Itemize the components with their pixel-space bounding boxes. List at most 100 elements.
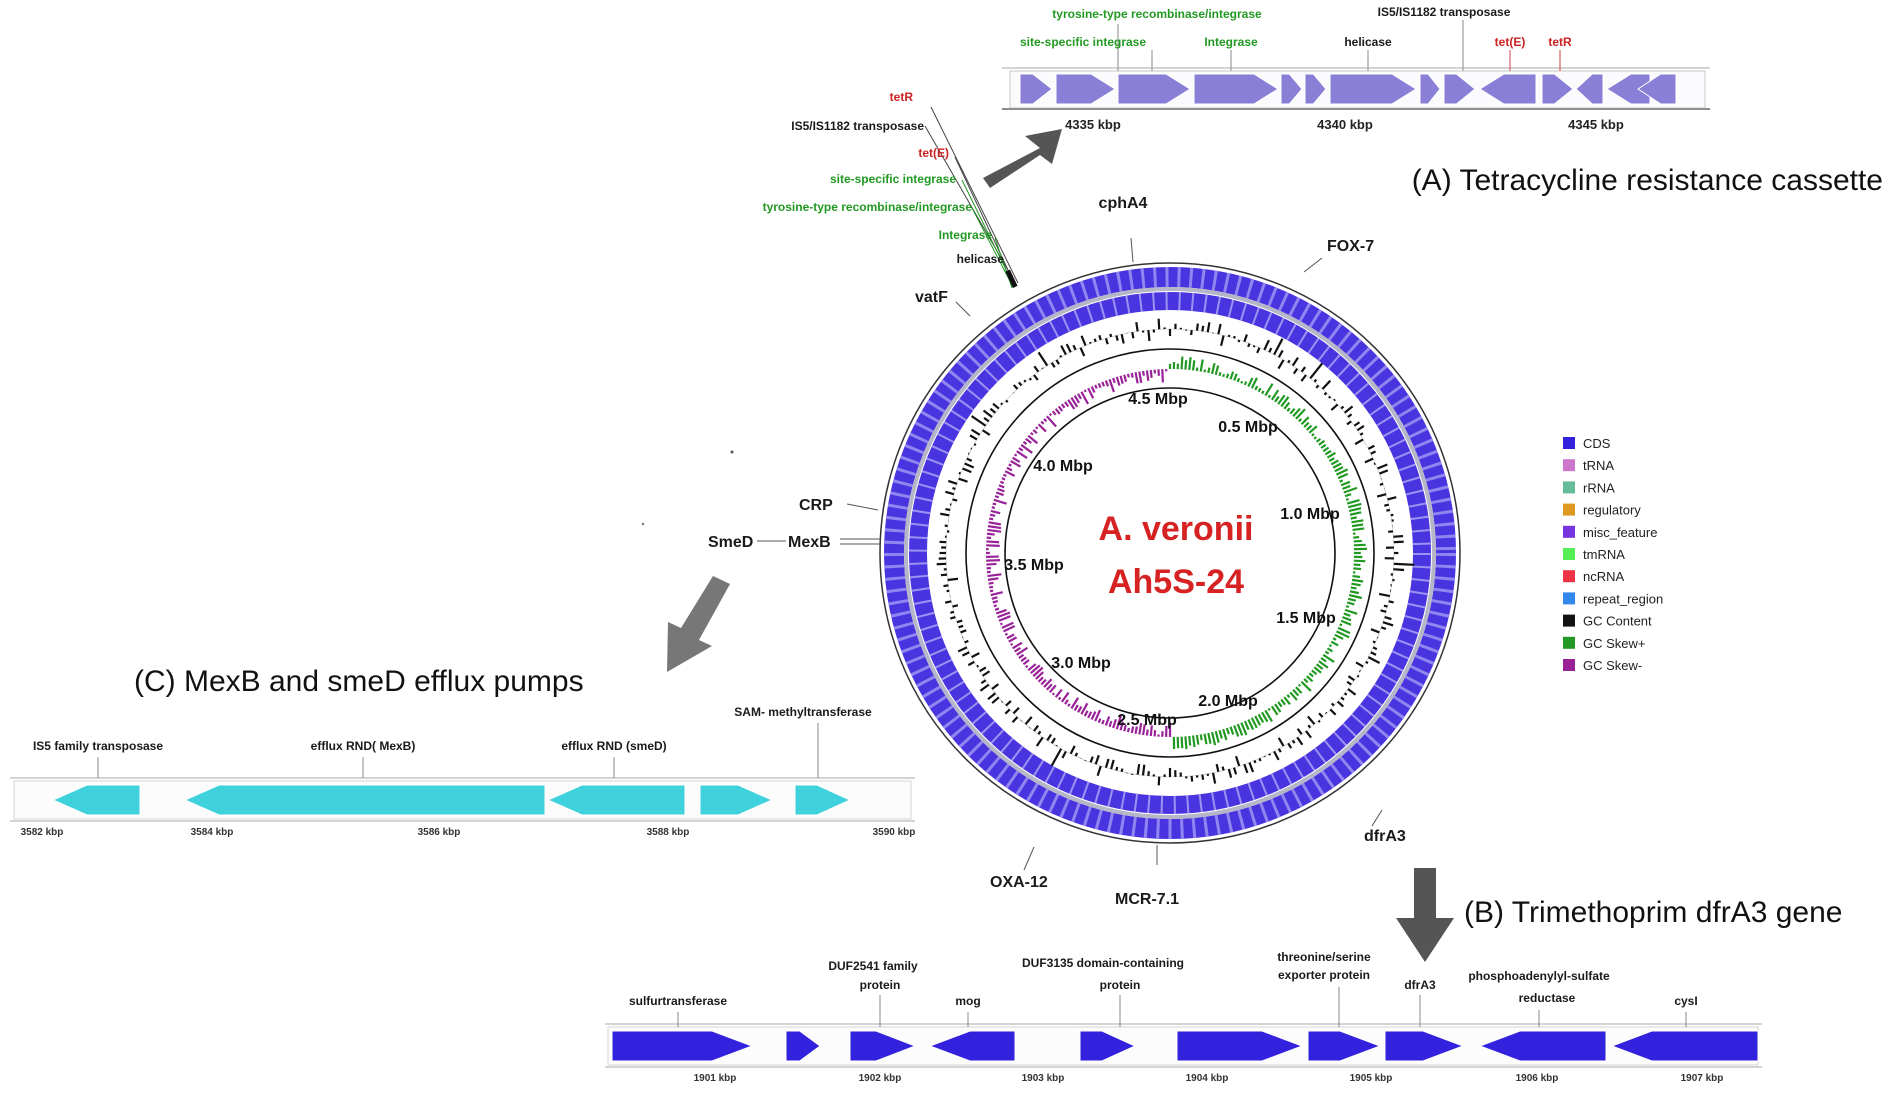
gc-skew-bar xyxy=(1003,473,1007,477)
gc-skew-bar xyxy=(1130,726,1135,734)
legend-label: tRNA xyxy=(1583,458,1614,473)
gc-content-bar xyxy=(1365,660,1369,665)
legend-swatch xyxy=(1563,636,1575,649)
panel-b-label-thr-line2: exporter protein xyxy=(1278,968,1370,982)
crp-leader xyxy=(846,503,879,511)
gc-content-bar xyxy=(987,692,997,701)
gc-content-bar xyxy=(1074,752,1079,757)
gc-content-bar xyxy=(979,666,987,673)
gc-skew-bar xyxy=(1318,439,1326,446)
gc-skew-bar xyxy=(1210,731,1217,746)
gc-skew-bar xyxy=(1306,424,1313,431)
gc-content-bar xyxy=(1033,724,1040,732)
speck xyxy=(641,522,645,526)
gc-content-bar xyxy=(1340,696,1345,701)
gc-skew-bar xyxy=(1006,633,1015,640)
gc-skew-bar xyxy=(1353,539,1362,543)
gc-content-bar xyxy=(991,696,1000,704)
gc-content-bar xyxy=(1147,329,1151,342)
panel-a-gene-arrow xyxy=(1304,73,1327,105)
gc-skew-bar xyxy=(1112,377,1116,384)
gc-content-bar xyxy=(1221,766,1225,771)
gc-content-bar xyxy=(1393,534,1404,538)
legend-swatch xyxy=(1563,570,1575,583)
gc-content-bar xyxy=(940,573,948,577)
panel-b-gene-arrow xyxy=(1610,1030,1759,1062)
gc-content-bar xyxy=(1120,334,1125,344)
legend-label: repeat_region xyxy=(1583,591,1663,606)
gc-skew-bar xyxy=(1332,637,1337,641)
panel-c-tick-3584: 3584 kbp xyxy=(191,827,234,838)
gc-skew-bar xyxy=(1130,372,1134,378)
gc-content-bar xyxy=(1346,420,1352,426)
panel-c-tick-3588: 3588 kbp xyxy=(647,827,690,838)
gc-skew-bar xyxy=(1349,590,1360,595)
gc-content-bar xyxy=(1277,748,1282,753)
gc-skew-bar xyxy=(1289,691,1298,701)
panel-a-tick-4345: 4345 kbp xyxy=(1568,117,1624,132)
gc-content-bar xyxy=(1005,700,1012,707)
gc-content-bar xyxy=(1370,651,1377,656)
legend-label: GC Skew+ xyxy=(1583,636,1646,651)
gc-content-bar xyxy=(1268,753,1272,756)
gc-content-bar xyxy=(1383,604,1388,608)
gc-content-bar xyxy=(1356,674,1360,678)
callout-leader-1 xyxy=(930,106,1019,284)
ring-tick-1-5mbp: 1.5 Mbp xyxy=(1276,610,1336,627)
gc-skew-bar xyxy=(1067,399,1076,410)
gc-skew-bar xyxy=(1195,734,1200,745)
panel-a-label-is5: IS5/IS1182 transposase xyxy=(1378,5,1511,19)
gc-skew-bar xyxy=(1027,663,1037,672)
gc-skew-bar xyxy=(1188,735,1192,746)
gc-content-bar xyxy=(1291,357,1299,367)
panel-b-arrow xyxy=(1396,868,1454,962)
gc-content-bar xyxy=(1343,405,1354,414)
gc-skew-bar xyxy=(1108,720,1113,728)
gc-skew-bar xyxy=(1320,443,1327,449)
gc-skew-bar xyxy=(1145,729,1149,736)
legend-swatch xyxy=(1563,548,1575,560)
gc-skew-bar xyxy=(1142,370,1145,376)
panel-b-gene-arrow xyxy=(611,1030,754,1062)
panel-c-label-mexB: efflux RND( MexB) xyxy=(311,739,416,753)
gc-skew-bar xyxy=(1180,356,1184,370)
gc-skew-bar xyxy=(1222,728,1228,741)
gc-content-bar xyxy=(952,604,959,608)
gc-content-bar xyxy=(1347,675,1355,682)
gc-skew-bar xyxy=(1300,680,1312,692)
panel-a-gene-arrow xyxy=(1117,73,1191,105)
gc-skew-bar xyxy=(1292,689,1300,697)
gc-content-bar xyxy=(1115,766,1119,771)
legend: CDStRNArRNAregulatorymisc_featuretmRNAnc… xyxy=(1563,436,1663,673)
gc-content-bar xyxy=(1277,349,1284,358)
gc-skew-bar xyxy=(1337,626,1351,635)
panel-b-dfrA3: (B) Trimethoprim dfrA3 gene sulfurtransf… xyxy=(605,868,1842,1084)
gc-skew-bar xyxy=(1351,582,1361,587)
gc-content-bar xyxy=(1296,728,1303,735)
gc-skew-bar xyxy=(1277,394,1286,405)
gc-skew-bar xyxy=(999,480,1005,485)
gc-content-bar xyxy=(1330,702,1335,707)
gc-skew-bar xyxy=(1308,425,1318,434)
gc-skew-bar xyxy=(1073,704,1079,711)
gc-skew-bar xyxy=(1025,437,1032,444)
panel-c-genes xyxy=(51,784,852,816)
gc-skew-bar xyxy=(1343,612,1351,617)
gc-skew-bar xyxy=(1311,432,1315,437)
gc-skew-bar xyxy=(1283,696,1291,706)
gc-skew-bar xyxy=(1138,722,1143,735)
gc-skew-bar xyxy=(1240,722,1248,736)
gc-content-bar xyxy=(1336,700,1345,708)
panel-c-gene-arrow xyxy=(546,784,686,816)
panel-a-gene-arrow xyxy=(1479,73,1537,105)
gc-skew-bar xyxy=(1134,726,1138,734)
gc-skew-bar xyxy=(1180,736,1184,749)
gc-skew-bar xyxy=(1037,423,1047,433)
gc-skew-bar xyxy=(1048,684,1057,694)
gc-skew-bar xyxy=(1010,460,1021,468)
gc-content-bar xyxy=(1296,736,1304,746)
gc-content-bar xyxy=(1300,366,1306,373)
panel-b-label-duf3135-line2: protein xyxy=(1100,978,1141,992)
gc-content-bar xyxy=(1325,711,1328,715)
gc-content-bar xyxy=(1110,759,1115,770)
